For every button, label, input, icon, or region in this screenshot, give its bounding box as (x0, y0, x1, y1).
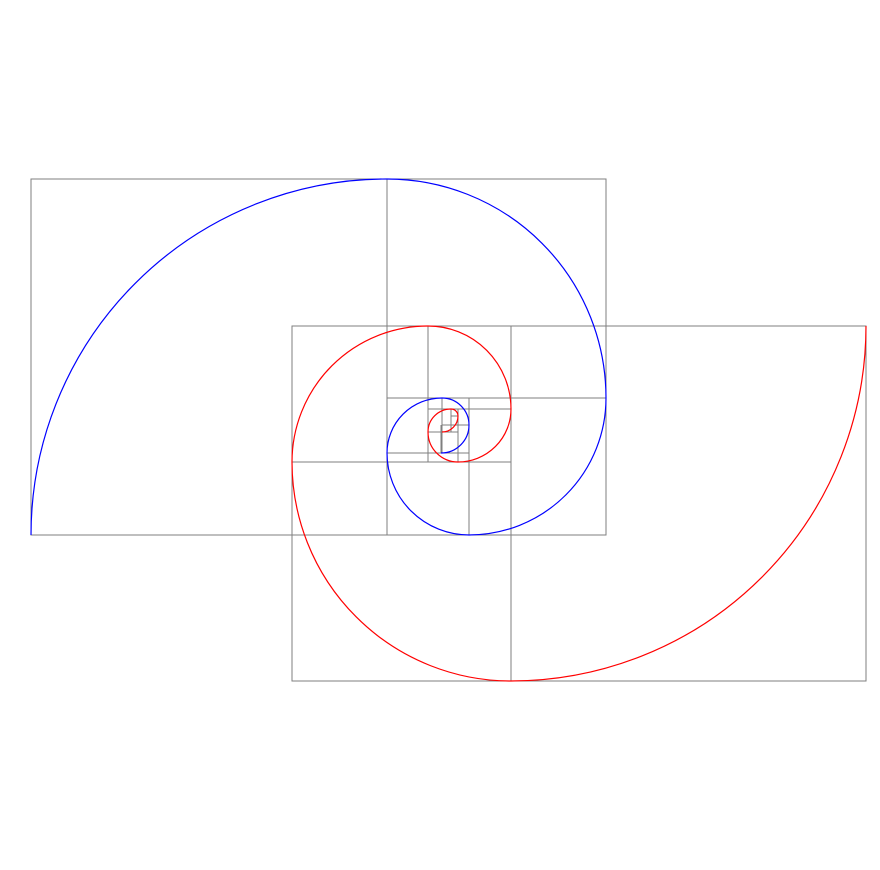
blue-outer-rect (30, 178, 607, 536)
blue-spiral-curve (30, 178, 607, 536)
red-outer-rect (291, 325, 867, 682)
spirals (30, 178, 867, 682)
red-spiral-curve (291, 325, 867, 682)
